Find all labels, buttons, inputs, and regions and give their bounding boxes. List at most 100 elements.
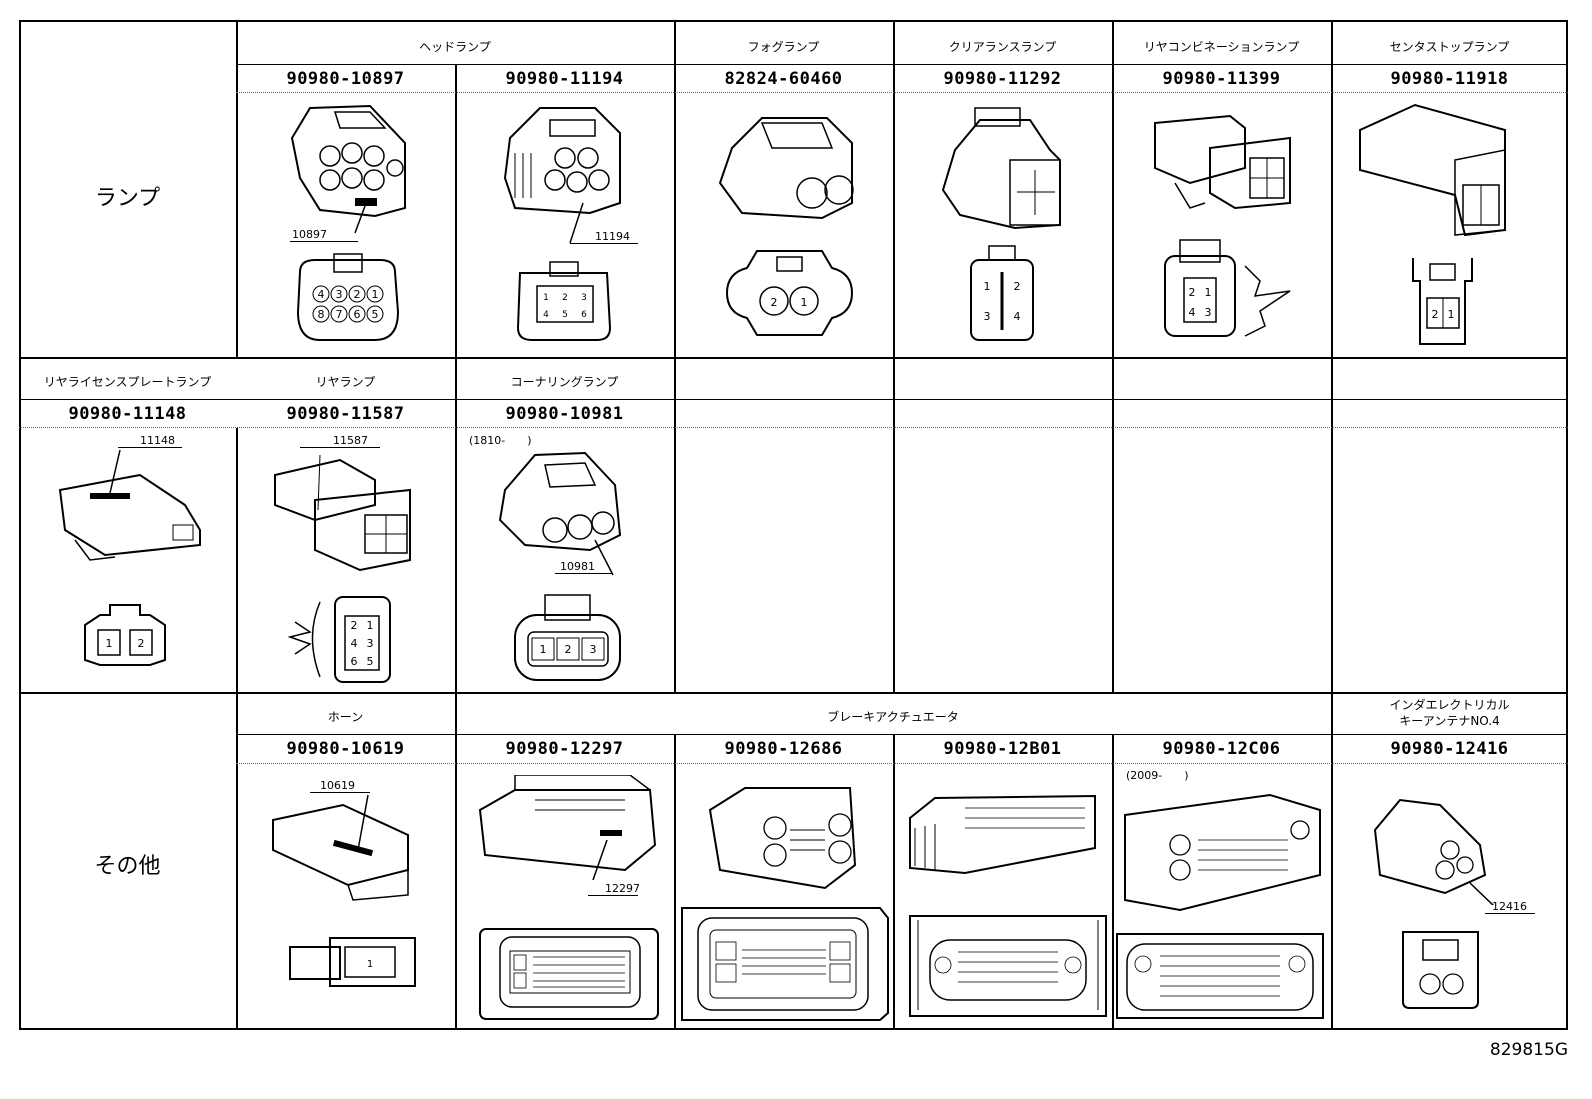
connector-12686-face bbox=[681, 907, 889, 1021]
pin-label: 2 bbox=[771, 296, 778, 309]
callout-leader bbox=[310, 792, 370, 793]
connector-11918-face: 2 1 bbox=[1412, 258, 1473, 345]
part-number: 90980-12686 bbox=[724, 739, 843, 759]
part-number: 90980-12297 bbox=[505, 739, 624, 759]
pin-label: 1 bbox=[106, 637, 113, 650]
pin-label: 1 bbox=[367, 959, 373, 970]
part-number: 90980-10981 bbox=[505, 404, 624, 424]
callout-leader bbox=[588, 895, 638, 896]
callout-leader bbox=[1485, 913, 1535, 914]
connector-11194-figure bbox=[503, 107, 621, 244]
pin-label: 3 bbox=[1205, 306, 1212, 319]
pin-label: 1 bbox=[1205, 286, 1212, 299]
connector-10897-face: 4 3 2 1 8 7 6 5 bbox=[296, 253, 400, 341]
part-number: 90980-11194 bbox=[505, 69, 624, 89]
connector-10981-figure bbox=[498, 451, 622, 576]
pin-label: 4 bbox=[351, 637, 358, 650]
connector-11292-figure bbox=[941, 107, 1061, 230]
callout-leader bbox=[118, 447, 182, 448]
connector-11148-face: 1 2 bbox=[84, 604, 166, 666]
callout-leader bbox=[555, 573, 613, 574]
pin-label: 2 bbox=[354, 288, 361, 301]
pin-label: 3 bbox=[336, 288, 343, 301]
category-label: インダエレクトリカル キーアンテナNO.4 bbox=[1331, 697, 1568, 729]
pin-label: 1 bbox=[801, 296, 808, 309]
part-number: 90980-12C06 bbox=[1162, 739, 1281, 759]
category-label: ブレーキアクチュエータ bbox=[827, 710, 959, 724]
grid-line bbox=[1112, 735, 1114, 1030]
connector-10897-figure bbox=[290, 104, 406, 234]
connector-12416-face bbox=[1402, 931, 1479, 1009]
grid-line bbox=[19, 692, 1568, 694]
category-label: リヤコンビネーションランプ bbox=[1143, 40, 1300, 54]
part-number: 90980-11292 bbox=[943, 69, 1062, 89]
grid-line bbox=[674, 735, 676, 1030]
pin-label: 1 bbox=[367, 619, 374, 632]
pin-label: 1 bbox=[984, 280, 991, 293]
connector-12416-figure bbox=[1373, 798, 1494, 905]
pin-label: 8 bbox=[318, 308, 325, 321]
part-number: 90980-10619 bbox=[286, 739, 405, 759]
category-label: ホーン bbox=[327, 710, 364, 724]
pin-label: 1 bbox=[543, 293, 549, 303]
grid-line bbox=[19, 427, 1568, 428]
grid-line bbox=[236, 693, 238, 1030]
callout-label: 10981 bbox=[560, 560, 595, 573]
category-label: フォグランプ bbox=[747, 40, 820, 54]
pin-label: 3 bbox=[590, 643, 597, 656]
grid-line bbox=[1112, 20, 1114, 693]
connector-10981-face: 1 2 3 bbox=[514, 594, 621, 681]
part-number: 90980-12416 bbox=[1390, 739, 1509, 759]
pin-label: 2 bbox=[562, 293, 568, 303]
connector-11587-face: 2 1 4 3 6 5 bbox=[287, 596, 391, 683]
pin-label: 2 bbox=[565, 643, 572, 656]
connector-12297-face bbox=[479, 928, 659, 1020]
part-number: 82824-60460 bbox=[724, 69, 843, 89]
category-label: ヘッドランプ bbox=[419, 40, 491, 54]
pin-label: 7 bbox=[336, 308, 343, 321]
pin-label: 4 bbox=[318, 288, 325, 301]
connector-60460-face: 2 1 bbox=[725, 250, 854, 336]
pin-label: 5 bbox=[367, 655, 374, 668]
pin-label: 1 bbox=[1448, 308, 1455, 321]
part-number: 90980-11399 bbox=[1162, 69, 1281, 89]
pin-label: 5 bbox=[372, 308, 379, 321]
category-label: リヤライセンスプレートランプ bbox=[43, 375, 212, 389]
connector-11292-face: 1 2 3 4 bbox=[970, 245, 1034, 341]
pin-label: 2 bbox=[1432, 308, 1439, 321]
pin-label: 4 bbox=[1189, 306, 1196, 319]
connector-10619-figure bbox=[272, 794, 409, 901]
grid-line bbox=[455, 693, 457, 1030]
date-note: (2009- ) bbox=[1126, 769, 1189, 782]
callout-label: 12297 bbox=[605, 882, 640, 895]
part-number: 90980-11587 bbox=[286, 404, 405, 424]
callout-label: 10619 bbox=[320, 779, 355, 792]
grid-line bbox=[236, 763, 1568, 764]
category-label: クリアランスランプ bbox=[948, 40, 1057, 54]
pin-label: 2 bbox=[1189, 286, 1196, 299]
pin-label: 1 bbox=[540, 643, 547, 656]
grid-line bbox=[893, 20, 895, 693]
pin-label: 1 bbox=[372, 288, 379, 301]
callout-label: 11194 bbox=[595, 230, 630, 243]
pin-label: 4 bbox=[1014, 310, 1021, 323]
grid-line bbox=[236, 428, 238, 693]
grid-line bbox=[236, 20, 238, 357]
category-label: コーナリングランプ bbox=[510, 375, 619, 389]
connector-11148-figure bbox=[58, 449, 201, 561]
connector-12686-figure bbox=[708, 787, 857, 890]
grid-line bbox=[236, 92, 1568, 93]
connector-table-frame bbox=[19, 20, 1568, 1030]
callout-label: 10897 bbox=[292, 228, 327, 241]
grid-line bbox=[893, 735, 895, 1030]
pin-label: 2 bbox=[1014, 280, 1021, 293]
pin-label: 3 bbox=[367, 637, 374, 650]
callout-leader bbox=[290, 241, 358, 242]
callout-leader bbox=[300, 447, 380, 448]
connector-11918-figure bbox=[1359, 103, 1506, 237]
category-label: リヤランプ bbox=[315, 375, 376, 389]
connector-11399-figure bbox=[1154, 114, 1291, 210]
grid-line bbox=[455, 64, 457, 357]
part-number: 90980-11918 bbox=[1390, 69, 1509, 89]
grid-line bbox=[674, 20, 676, 693]
